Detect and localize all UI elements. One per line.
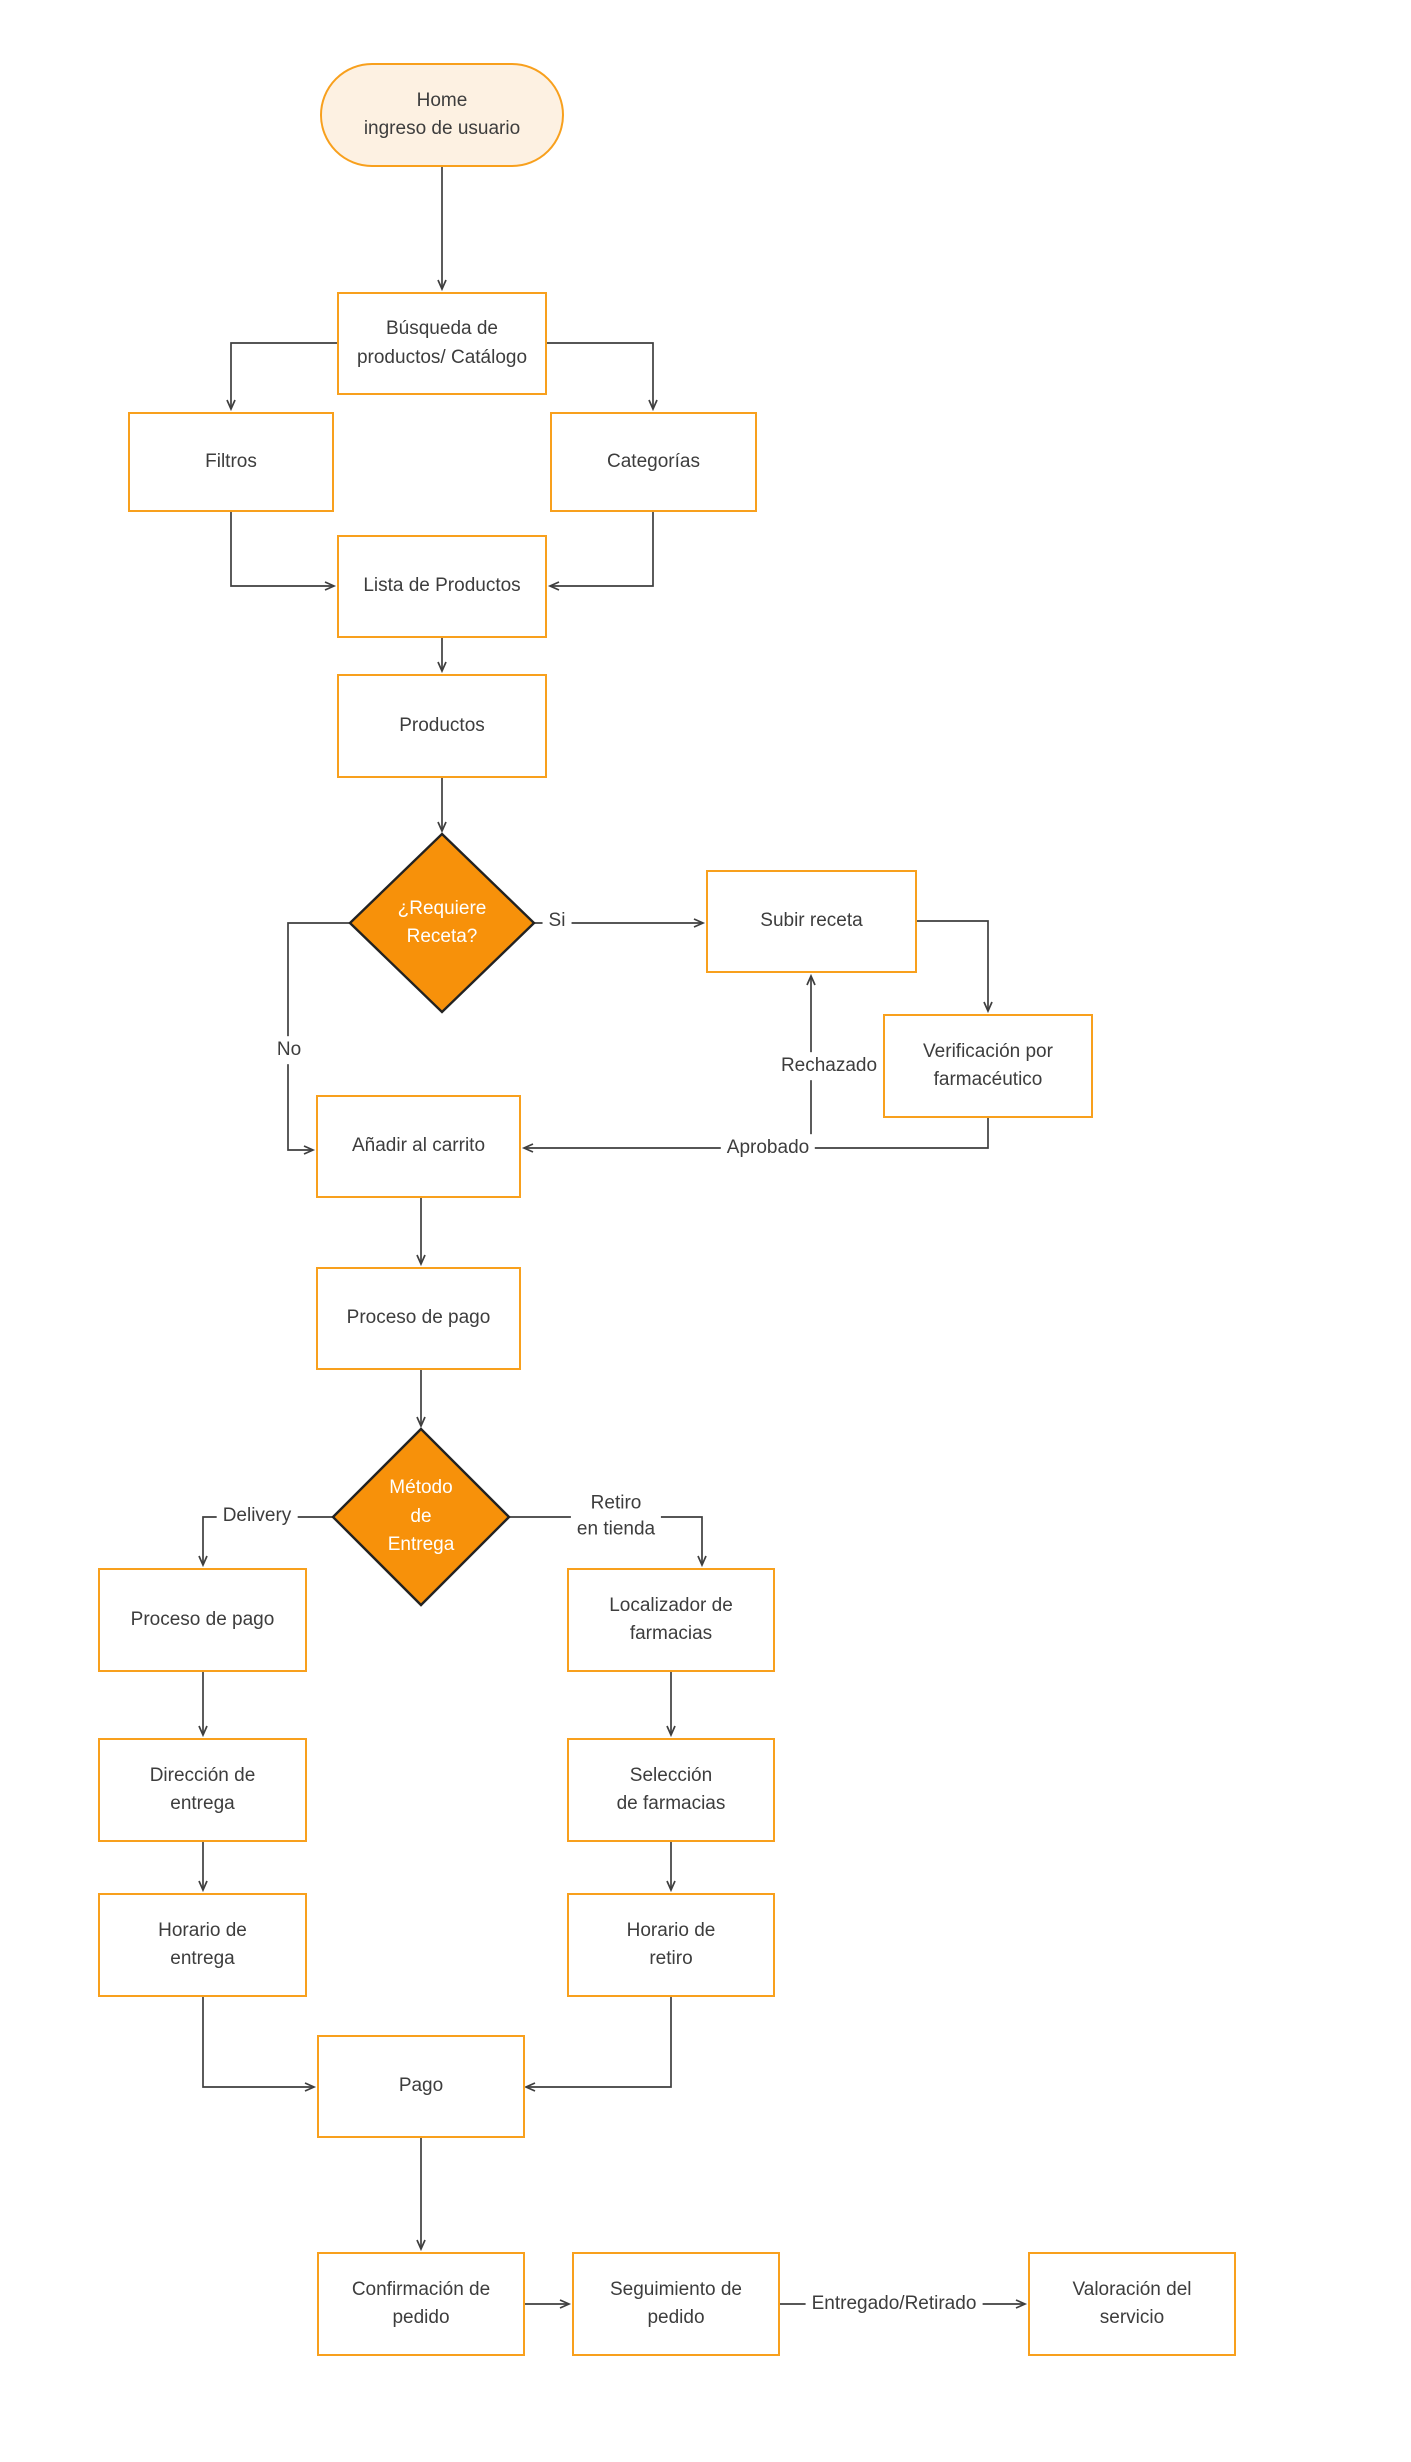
node-subir-receta: Subir receta [706,870,917,973]
node-proceso-pago-2: Proceso de pago [98,1568,307,1672]
edge-filtros-lista [230,512,337,591]
edge-horario-entrega-pago [202,1997,317,2092]
node-anadir-carrito: Añadir al carrito [316,1095,521,1198]
node-seguimiento-pedido: Seguimiento de pedido [572,2252,780,2356]
node-seleccion-farmacias: Selección de farmacias [567,1738,775,1842]
edge-label-delivery: Delivery [216,1502,298,1530]
edge-subir-verificacion [917,920,993,1014]
node-proceso-pago-1: Proceso de pago [316,1267,521,1370]
node-horario-entrega: Horario de entrega [98,1893,307,1997]
decision-requiere-receta-label: ¿Requiere Receta? [397,897,487,948]
edge-label-rechazado: Rechazado [774,1052,884,1080]
node-direccion-entrega: Dirección de entrega [98,1738,307,1842]
edge-busqueda-filtros [226,342,337,412]
node-categorias: Categorías [550,412,757,512]
node-localizador-farmacias: Localizador de farmacias [567,1568,775,1672]
edge-label-entregado-retirado: Entregado/Retirado [805,2290,983,2318]
decision-metodo-entrega-label: Método de Entrega [387,1477,455,1556]
node-horario-retiro: Horario de retiro [567,1893,775,1997]
node-productos: Productos [337,674,547,778]
edge-categorias-lista [547,512,654,591]
decision-metodo-entrega [331,1427,511,1607]
node-lista-productos: Lista de Productos [337,535,547,638]
node-filtros: Filtros [128,412,334,512]
edge-label-retiro-en-tienda: Retiro en tienda [570,1489,662,1543]
node-busqueda-productos: Búsqueda de productos/ Catálogo [337,292,547,395]
node-pago: Pago [317,2035,525,2138]
edge-busqueda-categorias [547,342,658,412]
edge-label-si: Si [542,907,572,935]
edge-label-aprobado: Aprobado [720,1134,816,1162]
node-confirmacion-pedido: Confirmación de pedido [317,2252,525,2356]
edge-aprobado-anadir [521,1118,989,1153]
decision-requiere-receta [348,832,536,1014]
node-verificacion-farmaceutico: Verificación por farmacéutico [883,1014,1093,1118]
edge-horario-retiro-pago [523,1997,672,2092]
node-home: Home ingreso de usuario [320,63,564,167]
edge-label-no: No [270,1036,308,1064]
node-valoracion-servicio: Valoración del servicio [1028,2252,1236,2356]
